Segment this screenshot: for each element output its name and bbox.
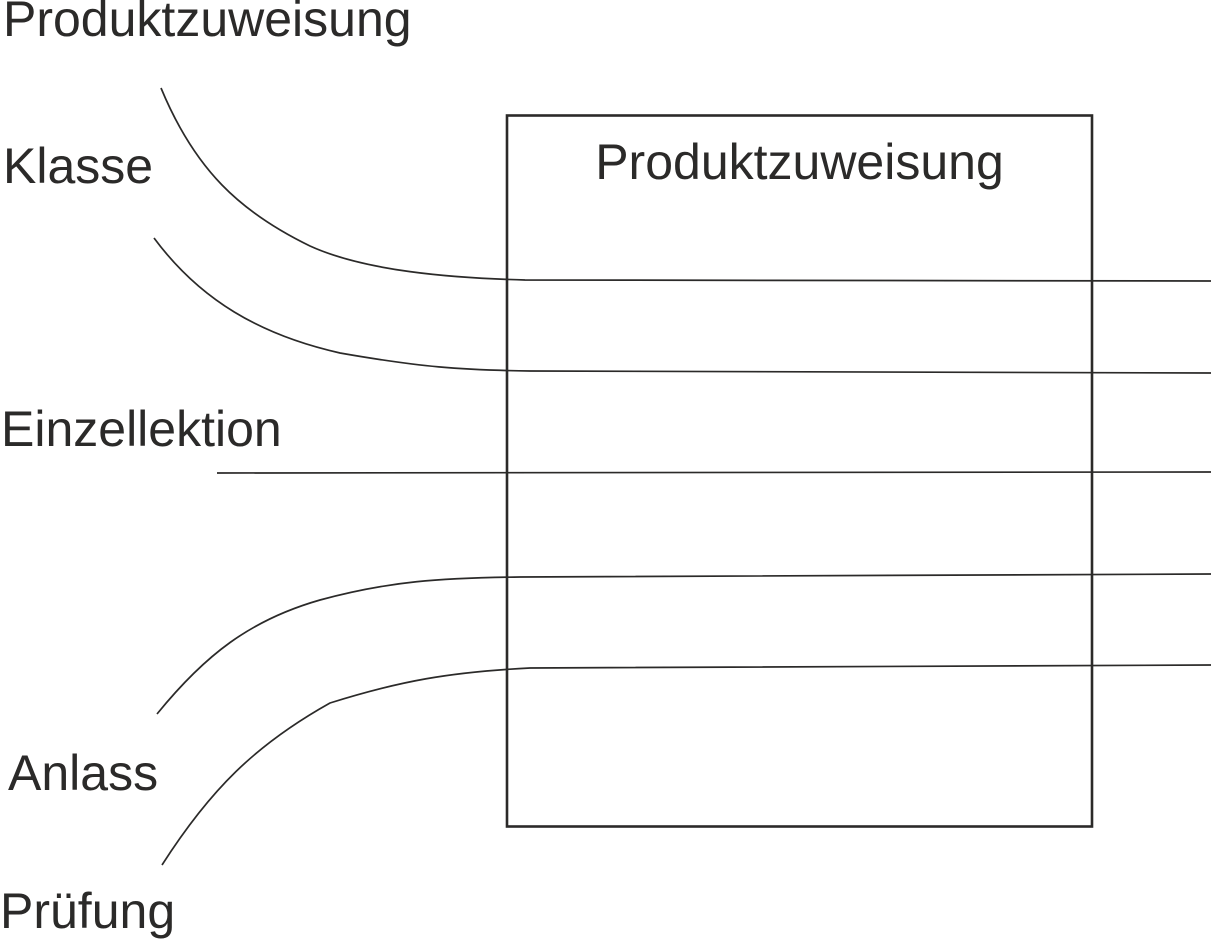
box-title: Produktzuweisung xyxy=(595,134,1004,190)
label-anlass: Anlass xyxy=(8,745,159,801)
flow-line-einzellektion xyxy=(216,471,1211,474)
flow-line-produktzuweisung xyxy=(160,87,1211,282)
label-produktzuweisung: Produktzuweisung xyxy=(3,0,412,47)
flow-line-anlass xyxy=(156,573,1211,715)
produktzuweisung-box xyxy=(505,114,1094,828)
label-klasse: Klasse xyxy=(3,138,154,194)
flow-line-klasse xyxy=(153,237,1211,374)
label-pruefung: Prüfung xyxy=(0,883,176,939)
label-einzellektion: Einzellektion xyxy=(1,401,282,457)
flow-line-pruefung xyxy=(161,664,1211,866)
